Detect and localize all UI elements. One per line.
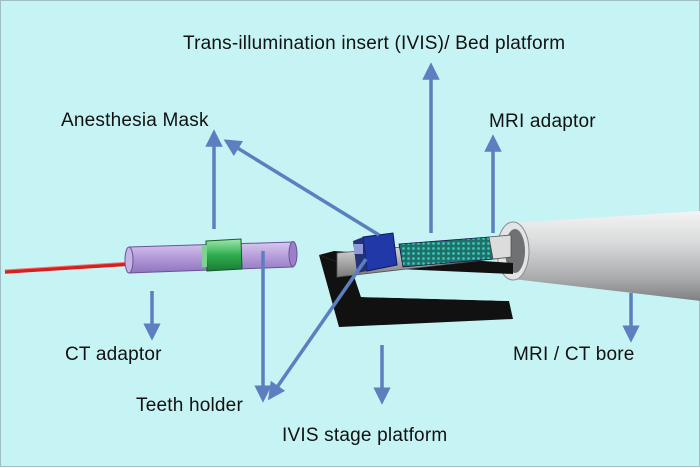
label-mri-ct-bore: MRI / CT bore — [513, 344, 635, 365]
ct-mask-collar — [202, 238, 243, 272]
arrow-mask-bed — [223, 139, 380, 237]
label-ivis-stage-platform: IVIS stage platform — [282, 425, 448, 446]
arrow-teeth-holder-bed — [268, 258, 368, 401]
callout-arrows — [143, 62, 640, 405]
label-trans-illumination-insert: Trans-illumination insert (IVIS)/ Bed pl… — [183, 33, 566, 54]
label-teeth-holder: Teeth holder — [136, 395, 243, 416]
label-ct-adaptor: CT adaptor — [65, 344, 162, 365]
label-anesthesia-mask: Anesthesia Mask — [61, 110, 209, 131]
mri-ct-bore-cylinder — [496, 211, 700, 301]
ct-adaptor-tube — [4, 241, 298, 274]
label-mri-adaptor: MRI adaptor — [489, 111, 596, 132]
